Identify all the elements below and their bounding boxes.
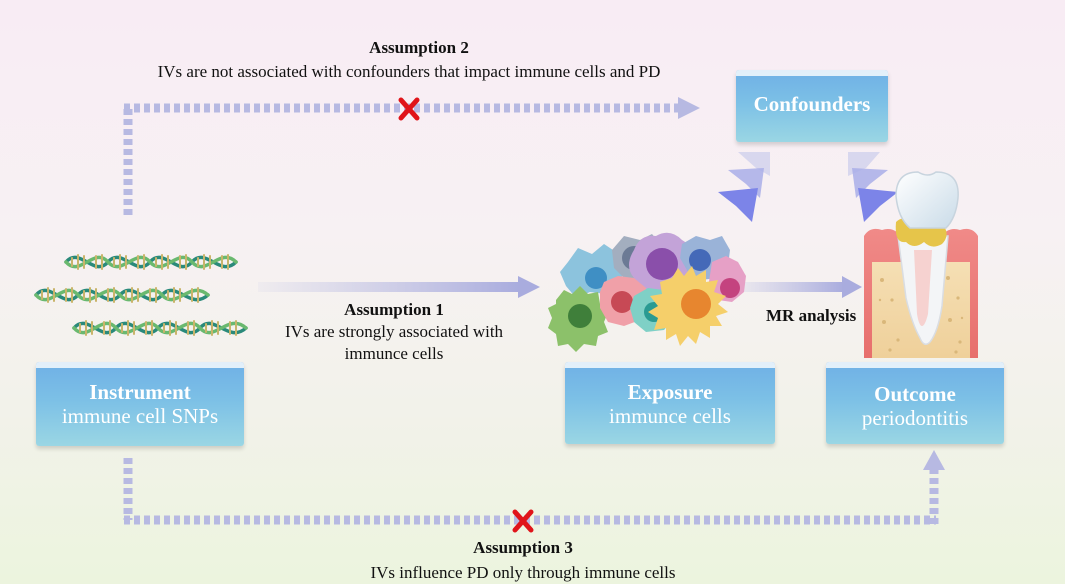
chevron-down-left-icon bbox=[718, 152, 770, 222]
outcome-title: Outcome bbox=[874, 382, 956, 406]
outcome-box: Outcome periodontitis bbox=[826, 362, 1004, 444]
exposure-title: Exposure bbox=[627, 380, 713, 404]
assumption2-path bbox=[123, 97, 700, 215]
confounders-box: Confounders bbox=[736, 70, 888, 142]
assumption3-arrowhead bbox=[923, 450, 945, 470]
instrument-title: Instrument bbox=[89, 380, 191, 404]
cross-mark-icon bbox=[512, 509, 534, 533]
assumption3-path bbox=[123, 450, 945, 525]
immune-cells-illustration bbox=[548, 232, 746, 352]
chevron-down-right-icon bbox=[848, 152, 898, 222]
instrument-subtitle: immune cell SNPs bbox=[61, 404, 219, 428]
dna-helix-icon bbox=[34, 254, 248, 336]
exposure-box: Exposure immunce cells bbox=[565, 362, 775, 444]
assumption3-text: IVs influence PD only through immune cel… bbox=[370, 563, 676, 582]
confounders-title: Confounders bbox=[753, 92, 871, 116]
cross-mark-icon bbox=[398, 97, 420, 121]
assumption3-title: Assumption 3 bbox=[473, 538, 573, 557]
assumption1-title: Assumption 1 bbox=[344, 300, 444, 319]
mr-analysis-label: MR analysis bbox=[766, 306, 857, 325]
mr-analysis-arrow bbox=[744, 276, 862, 298]
outcome-subtitle: periodontitis bbox=[861, 406, 969, 430]
assumption2-text: IVs are not associated with confounders … bbox=[157, 62, 661, 81]
instrument-box: Instrument immune cell SNPs bbox=[36, 362, 244, 446]
assumption1-arrow bbox=[258, 276, 540, 298]
assumption1-line1: IVs are strongly associated with bbox=[284, 322, 504, 341]
assumption2-arrowhead bbox=[678, 97, 700, 119]
assumption1-line2: immunce cells bbox=[344, 344, 444, 363]
exposure-subtitle: immunce cells bbox=[609, 404, 731, 428]
tooth-periodontitis-illustration bbox=[864, 171, 978, 358]
assumption2-title: Assumption 2 bbox=[369, 38, 469, 57]
